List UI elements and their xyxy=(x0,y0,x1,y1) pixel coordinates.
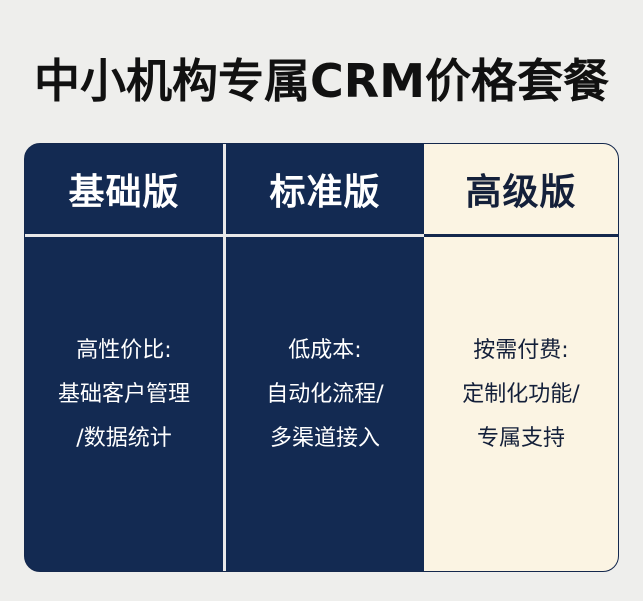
column-divider xyxy=(223,144,226,571)
plan-column-standard: 标准版 低成本: 自动化流程/ 多渠道接入 xyxy=(226,144,424,571)
pricing-table: 基础版 高性价比: 基础客户管理 /数据统计 标准版 低成本: 自动化流程/ 多… xyxy=(24,143,619,572)
plan-feature-line: 低成本: xyxy=(288,338,362,363)
plan-feature-line: 自动化流程/ xyxy=(266,382,384,407)
plan-description: 按需付费: 定制化功能/ 专属支持 xyxy=(424,237,618,571)
plan-feature-line: 定制化功能/ xyxy=(462,382,580,407)
plan-feature-line: 基础客户管理 xyxy=(57,382,190,407)
plan-column-premium: 高级版 按需付费: 定制化功能/ 专属支持 xyxy=(424,144,618,571)
plan-feature-line: 多渠道接入 xyxy=(269,426,380,451)
plan-feature-line: /数据统计 xyxy=(76,426,172,451)
plan-feature-line: 高性价比: xyxy=(76,338,172,363)
header-divider xyxy=(226,234,424,237)
plan-name: 基础版 xyxy=(68,172,180,213)
plan-feature-line: 专属支持 xyxy=(476,426,565,451)
header-divider xyxy=(424,234,618,237)
page-title: 中小机构专属CRM价格套餐 xyxy=(34,54,609,108)
plan-description: 高性价比: 基础客户管理 /数据统计 xyxy=(25,237,223,571)
header-divider xyxy=(25,234,223,237)
plan-column-basic: 基础版 高性价比: 基础客户管理 /数据统计 xyxy=(25,144,223,571)
plan-feature-line: 按需付费: xyxy=(473,338,569,363)
plan-description: 低成本: 自动化流程/ 多渠道接入 xyxy=(226,237,424,571)
plan-name: 高级版 xyxy=(465,172,577,213)
plan-name: 标准版 xyxy=(269,172,381,213)
